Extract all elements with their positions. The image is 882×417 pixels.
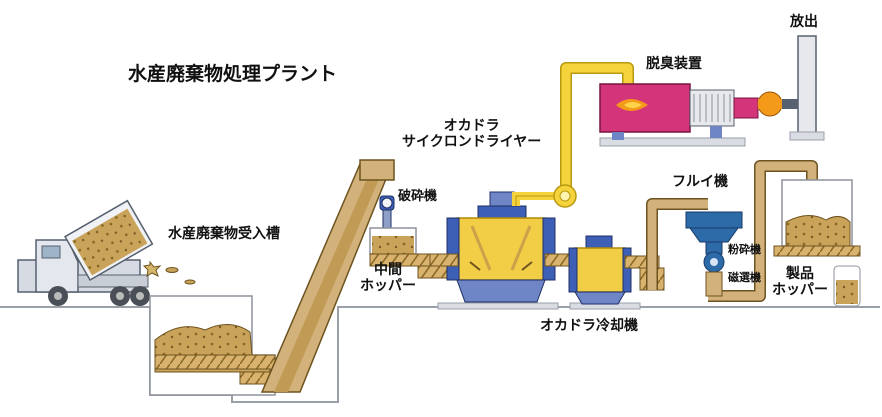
dump-truck [17,199,154,306]
label-sieve: フルイ機 [672,174,728,190]
receiving-tank [149,295,283,396]
floor-pads [437,137,746,310]
label-pulverizer: 粉砕機 [728,243,761,256]
diagram-title: 水産廃棄物処理プラント [128,63,338,85]
crusher [379,195,395,229]
chimney [782,35,825,141]
dump-bed [64,199,154,282]
ground-line [0,306,880,403]
label-middle-hopper: 中間 ホッパー [360,262,416,295]
label-cyclone-dryer: オカドラ サイクロンドライヤー [402,118,542,151]
exhaust-duct [553,62,634,208]
cyclone-dryer [429,191,586,303]
label-crusher: 破砕機 [398,189,438,204]
label-discharge: 放出 [790,14,818,30]
label-magnetic-separator: 磁選機 [728,271,761,284]
label-product-hopper: 製品 ホッパー [772,266,828,299]
label-deodorizer: 脱臭装置 [646,56,702,72]
label-cooler: オカドラ冷却機 [540,318,638,334]
transfer-pipe [646,160,818,302]
label-receiving-tank: 水産廃棄物受入槽 [168,226,280,242]
product-hopper [773,179,861,307]
sieve-pulverizer [685,211,743,297]
deodorizer [599,83,790,140]
cooler [568,235,665,305]
inclined-conveyor [260,159,395,393]
